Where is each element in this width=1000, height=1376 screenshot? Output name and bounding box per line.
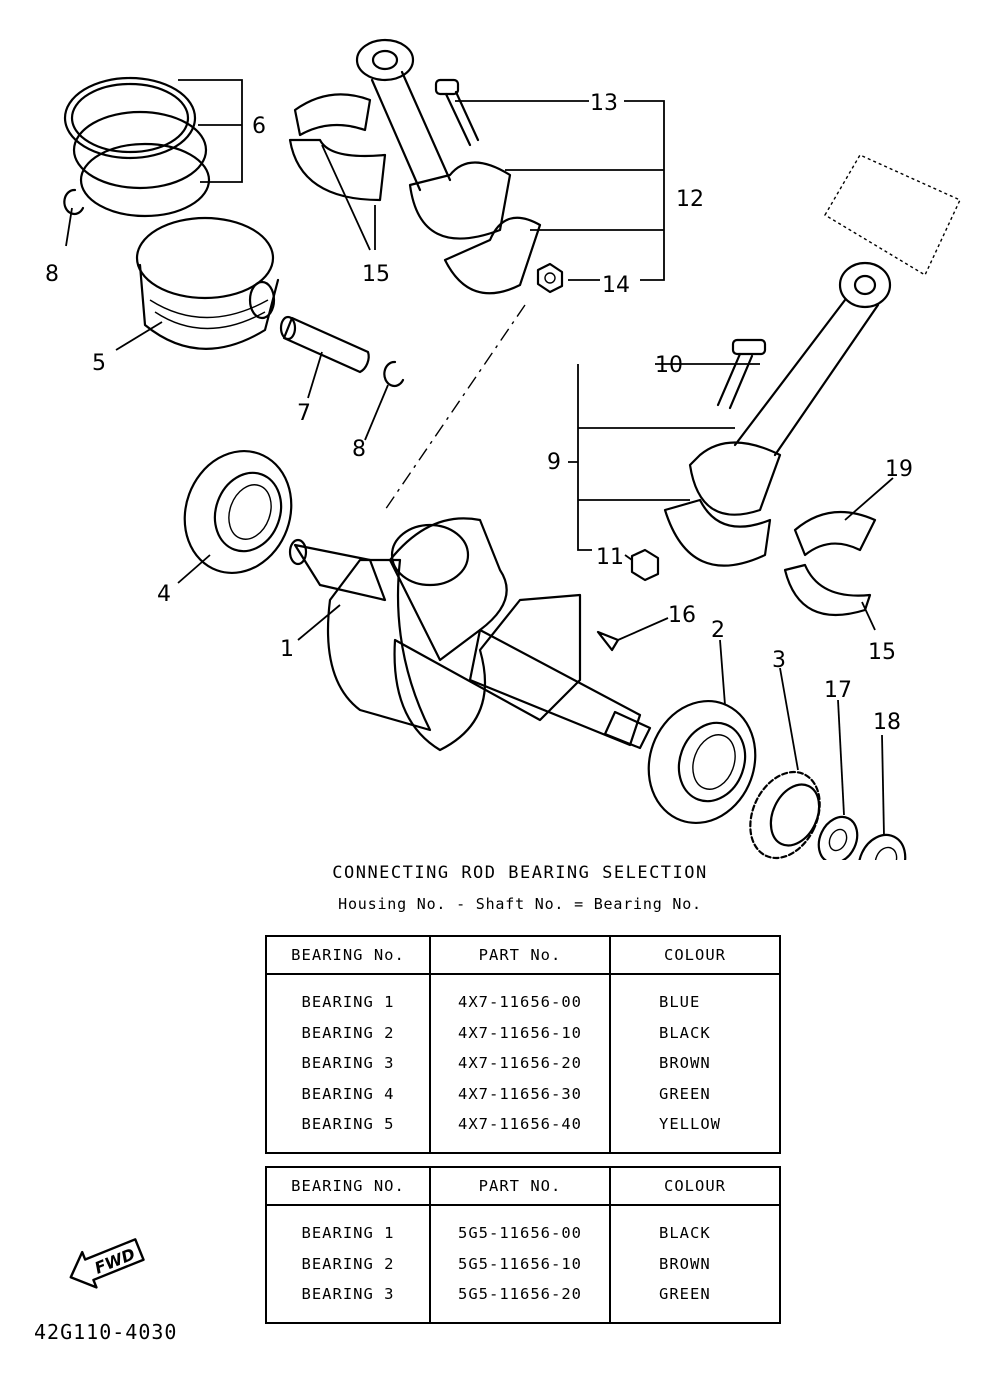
callout-1: 1 — [280, 637, 294, 662]
callout-4: 4 — [157, 582, 171, 607]
callout-8-right: 8 — [352, 437, 366, 462]
colour-cell: GREEN — [659, 1285, 711, 1304]
woodruff-key — [596, 630, 620, 652]
colour-cell: GREEN — [659, 1084, 711, 1103]
piston-pin-clip-right — [383, 360, 405, 388]
crank-gear — [749, 770, 821, 860]
callout-17: 17 — [824, 678, 852, 703]
colour-cell: BLUE — [659, 993, 701, 1012]
washer — [817, 815, 859, 860]
crankshaft — [288, 517, 652, 752]
col-part-no: PART No. — [430, 936, 611, 975]
callout-15-lower: 15 — [868, 640, 896, 665]
table-row: BEARING 1 5G5-11656-00 BLACK — [266, 1218, 780, 1249]
part-no-cell: 4X7-11656-40 — [430, 1109, 611, 1140]
bearing-cell: BEARING 1 — [266, 987, 431, 1018]
colour-cell: BROWN — [659, 1054, 711, 1073]
piston-pin-clip-left — [63, 188, 85, 216]
callout-10: 10 — [655, 353, 683, 378]
callout-12: 12 — [676, 187, 704, 212]
rod-bolt-front — [716, 338, 767, 410]
callout-11: 11 — [596, 545, 624, 570]
connecting-rod-rear — [355, 38, 542, 295]
rod-nut-front — [630, 548, 660, 582]
bearing-selection-title: CONNECTING ROD BEARING SELECTION — [332, 863, 708, 883]
big-end-bearing-front — [783, 510, 877, 617]
bearing-cell: BEARING 1 — [266, 1218, 431, 1249]
part-no-cell: 5G5-11656-20 — [430, 1279, 611, 1310]
leader-lines — [65, 79, 894, 837]
connecting-rod-front — [663, 261, 892, 567]
callout-7: 7 — [297, 401, 311, 426]
exploded-parts-diagram: 1 2 3 4 5 6 7 8 8 9 10 11 12 13 14 15 15… — [45, 38, 961, 860]
bearing-table-4x7: BEARING No. PART No. COLOUR BEARING 1 4X… — [265, 935, 781, 1154]
col-colour: COLOUR — [610, 1167, 780, 1206]
table-row: BEARING 4 4X7-11656-30 GREEN — [266, 1078, 780, 1109]
big-end-bearing-upper — [288, 93, 387, 202]
bearing-cell: BEARING 3 — [266, 1048, 431, 1079]
part-no-cell: 5G5-11656-00 — [430, 1218, 611, 1249]
callout-18: 18 — [873, 710, 901, 735]
alignment-line — [384, 304, 526, 511]
crank-bearing-left — [183, 449, 293, 575]
callout-9: 9 — [547, 450, 561, 475]
table-row: BEARING 5 4X7-11656-40 YELLOW — [266, 1109, 780, 1140]
piston-pin — [279, 315, 370, 374]
col-bearing-no: BEARING NO. — [266, 1167, 431, 1206]
table-row: BEARING 2 5G5-11656-10 BROWN — [266, 1248, 780, 1279]
flange-nut — [857, 833, 907, 860]
fwd-arrow-icon: FWD — [69, 1238, 145, 1289]
rod-nut-rear — [536, 262, 564, 294]
part-no-cell: 4X7-11656-20 — [430, 1048, 611, 1079]
callout-3: 3 — [772, 648, 786, 673]
callout-6: 6 — [252, 114, 266, 139]
col-bearing-no: BEARING No. — [266, 936, 431, 975]
piston — [135, 216, 280, 350]
callout-19: 19 — [885, 457, 913, 482]
col-colour: COLOUR — [610, 936, 780, 975]
callout-2: 2 — [711, 618, 725, 643]
col-part-no: PART NO. — [430, 1167, 611, 1206]
part-no-cell: 4X7-11656-10 — [430, 1017, 611, 1048]
bearing-cell: BEARING 4 — [266, 1078, 431, 1109]
colour-cell: BLACK — [659, 1023, 711, 1042]
table-row: BEARING 3 5G5-11656-20 GREEN — [266, 1279, 780, 1310]
callout-14: 14 — [602, 273, 630, 298]
rod-bolt-rear — [434, 78, 480, 147]
table-row: BEARING 3 4X7-11656-20 BROWN — [266, 1048, 780, 1079]
table-row: BEARING 2 4X7-11656-10 BLACK — [266, 1017, 780, 1048]
colour-cell: BROWN — [659, 1254, 711, 1273]
callout-8-left: 8 — [45, 262, 59, 287]
bearing-table-5g5: BEARING NO. PART NO. COLOUR BEARING 1 5G… — [265, 1166, 781, 1324]
callout-15-upper: 15 — [362, 262, 390, 287]
table-row: BEARING 1 4X7-11656-00 BLUE — [266, 987, 780, 1018]
fwd-label: FWD — [92, 1244, 138, 1277]
piston-rings — [63, 76, 211, 218]
bearing-cell: BEARING 5 — [266, 1109, 431, 1140]
callout-16: 16 — [668, 603, 696, 628]
cylinder-outline — [824, 154, 961, 276]
part-no-cell: 4X7-11656-00 — [430, 987, 611, 1018]
colour-cell: BLACK — [659, 1224, 711, 1243]
callout-5: 5 — [92, 351, 106, 376]
crank-bearing-right — [647, 699, 757, 825]
bearing-cell: BEARING 2 — [266, 1017, 431, 1048]
colour-cell: YELLOW — [659, 1115, 721, 1134]
table-header-row: BEARING No. PART No. COLOUR — [266, 936, 780, 975]
part-no-cell: 4X7-11656-30 — [430, 1078, 611, 1109]
document-code: 42G110-4030 — [34, 1320, 178, 1344]
bearing-cell: BEARING 2 — [266, 1248, 431, 1279]
bearing-cell: BEARING 3 — [266, 1279, 431, 1310]
bearing-selection-formula: Housing No. - Shaft No. = Bearing No. — [338, 895, 702, 913]
callout-13: 13 — [590, 91, 618, 116]
table-header-row: BEARING NO. PART NO. COLOUR — [266, 1167, 780, 1206]
part-no-cell: 5G5-11656-10 — [430, 1248, 611, 1279]
